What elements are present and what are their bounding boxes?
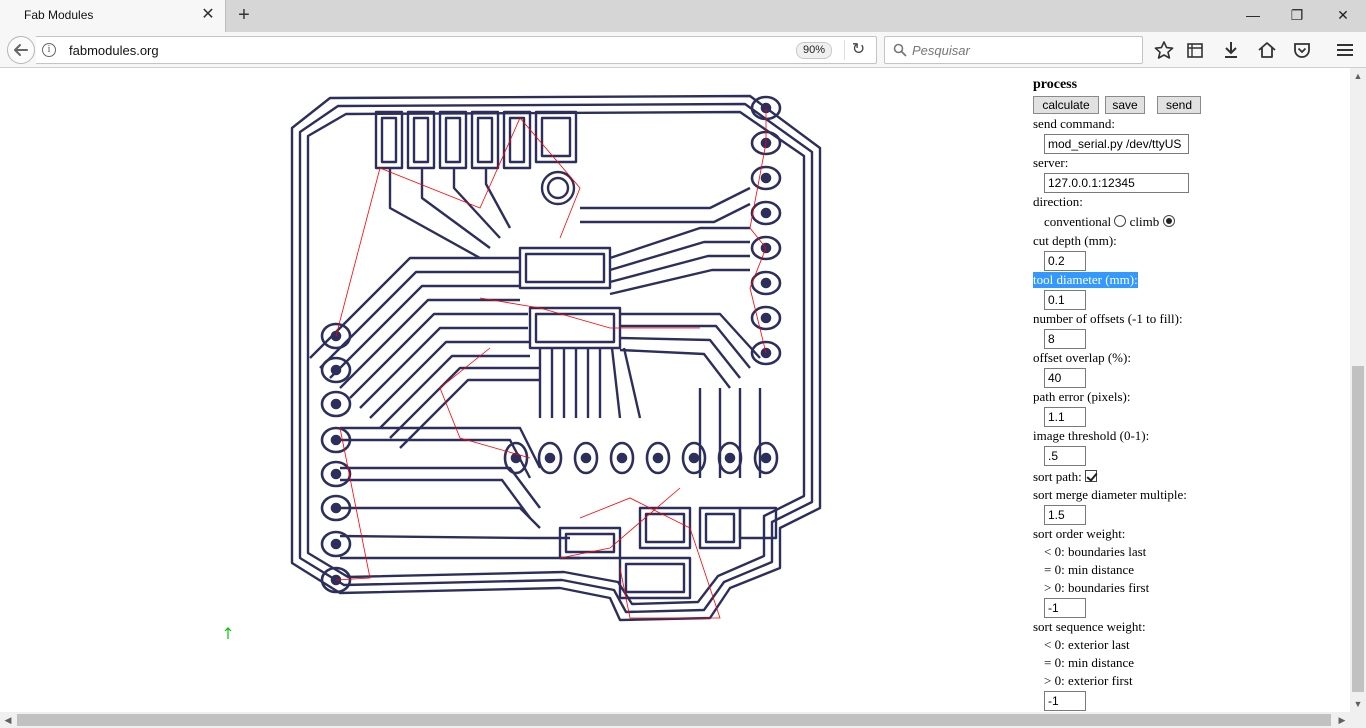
home-icon[interactable]	[1255, 39, 1279, 61]
cut-depth-label: cut depth (mm):	[1033, 233, 1117, 248]
merge-label: sort merge diameter multiple:	[1033, 487, 1187, 502]
conventional-label: conventional	[1044, 214, 1112, 229]
origin-arrow-icon	[224, 627, 232, 639]
threshold-input[interactable]: .5	[1044, 446, 1086, 466]
scroll-left-icon[interactable]: ◀	[4, 715, 12, 725]
restore-icon[interactable]: ❐	[1290, 7, 1304, 23]
search-bar[interactable]: Pesquisar	[884, 36, 1143, 64]
overlap-label: offset overlap (%):	[1033, 350, 1131, 365]
order-weight-line: = 0: min distance	[1044, 562, 1135, 577]
toolpath-outline	[290, 94, 822, 622]
process-title: process	[1033, 77, 1078, 92]
direction-label: direction:	[1033, 194, 1083, 209]
climb-radio[interactable]	[1162, 215, 1175, 227]
horizontal-scrollbar[interactable]: ◀ ▶	[0, 712, 1366, 728]
back-arrow-icon	[14, 44, 28, 56]
scroll-right-icon[interactable]: ▶	[1338, 715, 1346, 725]
back-button[interactable]	[7, 36, 35, 64]
overlap-input[interactable]: 40	[1044, 368, 1086, 388]
merge-input[interactable]: 1.5	[1044, 505, 1086, 525]
sequence-weight-input[interactable]: -1	[1044, 691, 1086, 711]
download-icon[interactable]	[1219, 39, 1243, 61]
new-tab-icon[interactable]: +	[238, 4, 250, 26]
tool-diameter-input[interactable]: 0.1	[1044, 290, 1086, 310]
search-icon	[893, 43, 907, 57]
send-button[interactable]: send	[1157, 96, 1201, 114]
tool-diameter-label: tool diameter (mm):	[1033, 272, 1138, 288]
pads	[320, 95, 782, 594]
reload-icon[interactable]: ↻	[844, 40, 872, 60]
sequence-weight-line: = 0: min distance	[1044, 655, 1135, 670]
order-weight-line: < 0: boundaries last	[1044, 544, 1147, 559]
hamburger-menu-icon[interactable]	[1333, 39, 1357, 61]
offsets-label: number of offsets (-1 to fill):	[1033, 311, 1183, 326]
direction-options: conventional climb	[1044, 214, 1175, 230]
page-content: process calculate save send send command…	[0, 68, 1350, 712]
path-error-input[interactable]: 1.1	[1044, 407, 1086, 427]
pocket-icon[interactable]	[1290, 39, 1314, 61]
order-weight-label: sort order weight:	[1033, 526, 1126, 541]
scroll-up-icon[interactable]: ▲	[1353, 71, 1363, 81]
send-command-label: send command:	[1033, 116, 1115, 131]
tab-bar: Fab Modules ✕ + — ❐ ✕	[0, 0, 1366, 32]
server-label: server:	[1033, 155, 1069, 170]
offsets-input[interactable]: 8	[1044, 329, 1086, 349]
threshold-label: image threshold (0-1):	[1033, 428, 1150, 443]
navigation-bar: i fabmodules.org 90% ↻ Pesquisar	[0, 32, 1366, 68]
sort-path-checkbox[interactable]	[1085, 470, 1097, 482]
window-close-icon[interactable]: ✕	[1337, 7, 1349, 23]
tab-close-icon[interactable]: ✕	[201, 6, 215, 23]
horizontal-scroll-thumb[interactable]	[17, 714, 1331, 726]
path-error-label: path error (pixels):	[1033, 389, 1131, 404]
send-command-input[interactable]: mod_serial.py /dev/ttyUS	[1044, 134, 1189, 154]
climb-label: climb	[1129, 214, 1160, 229]
save-button[interactable]: save	[1105, 96, 1145, 114]
url-bar[interactable]: i fabmodules.org 90% ↻	[36, 36, 877, 64]
bookmark-star-icon[interactable]	[1152, 39, 1176, 61]
tab-fab-modules[interactable]: Fab Modules ✕	[0, 0, 226, 32]
calculate-button[interactable]: calculate	[1033, 96, 1099, 114]
sort-path-row: sort path:	[1033, 469, 1097, 485]
reading-list-icon[interactable]	[1183, 39, 1207, 61]
vertical-scroll-thumb[interactable]	[1352, 366, 1364, 692]
order-weight-line: > 0: boundaries first	[1044, 580, 1150, 595]
scroll-down-icon[interactable]: ▼	[1353, 699, 1363, 709]
sequence-weight-line: > 0: exterior first	[1044, 673, 1133, 688]
sequence-weight-label: sort sequence weight:	[1033, 619, 1146, 634]
cut-depth-input[interactable]: 0.2	[1044, 251, 1086, 271]
search-input[interactable]: Pesquisar	[912, 43, 970, 58]
toolpath-canvas[interactable]	[280, 88, 840, 628]
info-icon[interactable]: i	[42, 43, 56, 57]
order-weight-input[interactable]: -1	[1044, 598, 1086, 618]
url-text[interactable]: fabmodules.org	[69, 43, 159, 58]
sequence-weight-line: < 0: exterior last	[1044, 637, 1130, 652]
zoom-badge[interactable]: 90%	[796, 42, 832, 59]
server-input[interactable]: 127.0.0.1:12345	[1044, 173, 1189, 193]
vertical-scrollbar[interactable]: ▲ ▼	[1350, 68, 1366, 712]
conventional-radio[interactable]	[1114, 215, 1127, 227]
tab-title: Fab Modules	[24, 8, 94, 22]
sort-path-label: sort path:	[1033, 469, 1082, 484]
rapid-moves	[335, 108, 767, 619]
minimize-icon[interactable]: —	[1246, 7, 1260, 23]
